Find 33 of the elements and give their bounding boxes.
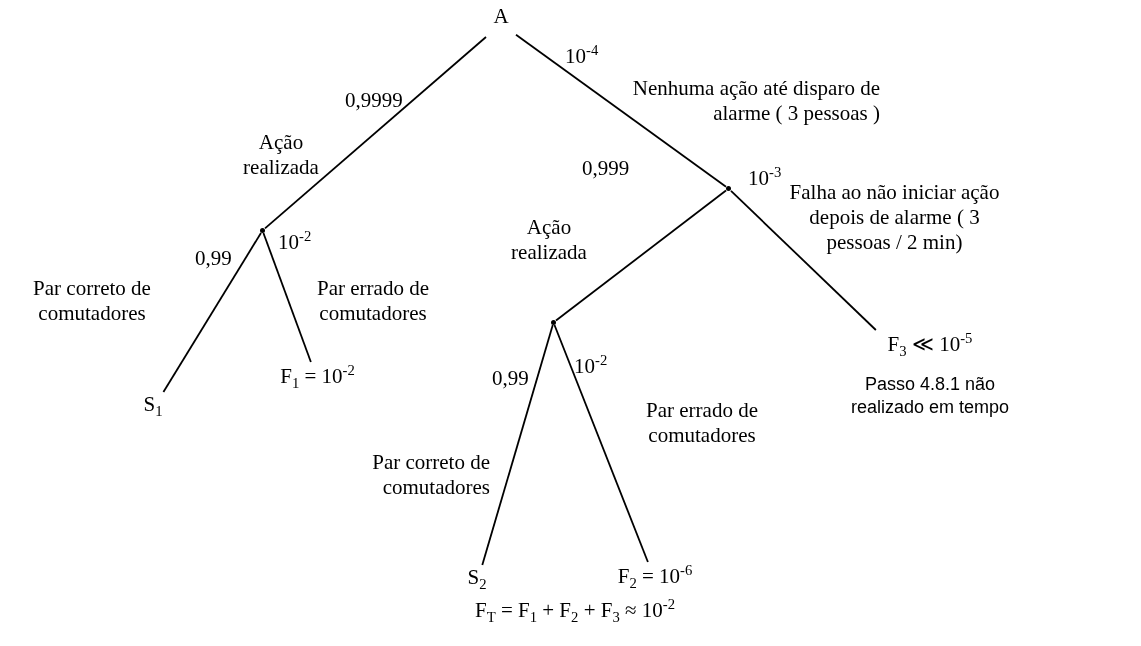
branch-description: Ação realizada	[510, 215, 588, 266]
branch-description: Falha ao não iniciar ação depois de alarme ( 3 pessoas / 2 min)	[788, 180, 1001, 256]
branch-description: Par correto de comutadores	[371, 450, 490, 501]
branch-line	[264, 36, 487, 230]
outcome-label: S$_{1}$	[128, 392, 178, 426]
probability-label: 0,99	[195, 246, 232, 272]
outcome-label: F$_{2}$ = 10$^{-6}$	[605, 562, 705, 598]
event-label: A	[486, 4, 516, 44]
branch-description: Par errado de comutadores	[645, 398, 759, 449]
branch-line	[162, 232, 262, 393]
probability-label: 10$^{-2}$	[574, 352, 608, 380]
branch-line	[262, 232, 312, 363]
outcome-label: F$_{3}$ ≪ 10$^{-5}$	[886, 330, 974, 361]
branch-description: Par errado de comutadores	[316, 276, 430, 327]
outcome-note: Passo 4.8.1 não realizado em tempo	[849, 372, 1011, 420]
branch-point	[260, 228, 265, 233]
branch-description: Nenhuma ação até disparo de alarme ( 3 pessoas )	[631, 76, 880, 127]
probability-label: 0,99	[492, 366, 529, 392]
branch-point	[726, 186, 731, 191]
probability-label: 0,999	[582, 156, 630, 182]
probability-label: 10$^{-3}$	[748, 164, 782, 192]
branch-line	[553, 324, 649, 563]
branch-description: Par correto de comutadores	[32, 276, 152, 327]
probability-label: 10$^{-2}$	[278, 228, 312, 256]
branch-point	[551, 320, 556, 325]
branch-line	[730, 190, 877, 331]
branch-line	[555, 189, 727, 322]
probability-label: 0,9999	[345, 88, 403, 114]
branch-description: Ação realizada	[242, 130, 320, 181]
probability-label: 10$^{-4}$	[565, 42, 599, 70]
outcome-label: F$_{1}$ = 10$^{-2}$	[270, 362, 365, 398]
branch-line	[481, 324, 554, 566]
branch-line	[515, 33, 727, 188]
